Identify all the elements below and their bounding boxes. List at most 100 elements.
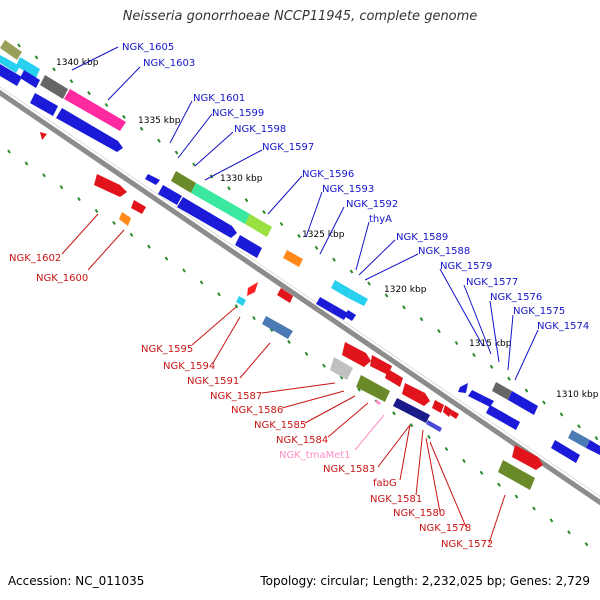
gene-grey-1[interactable] <box>40 75 68 99</box>
tick-mark <box>472 352 476 357</box>
gene-ngk-1592[interactable] <box>283 250 303 267</box>
gene-ngk-1588[interactable] <box>316 297 334 312</box>
gene-label[interactable]: NGK_1592 <box>346 199 398 210</box>
gene-label[interactable]: NGK_1574 <box>537 321 589 332</box>
gene-label[interactable]: fabG <box>373 478 397 489</box>
gene-blue-6[interactable] <box>330 305 348 320</box>
gene-blue-3[interactable] <box>30 93 58 116</box>
tick-mark <box>122 114 126 119</box>
gene-ngk-1599[interactable] <box>145 174 160 185</box>
gene-red-c[interactable] <box>385 369 403 387</box>
gene-ngk-1597[interactable] <box>191 183 250 224</box>
tick-mark <box>69 79 74 84</box>
gene-ngk-1591[interactable] <box>262 316 293 339</box>
gene-label[interactable]: NGK_1577 <box>466 277 518 288</box>
gene-label[interactable]: NGK_1596 <box>302 169 354 180</box>
gene-ngk-1598[interactable] <box>171 171 196 193</box>
scale-label: 1340 kbp <box>56 58 99 68</box>
gene-blue-8[interactable] <box>486 405 520 430</box>
gene-ngk-1585[interactable] <box>356 375 390 402</box>
gene-ngk-1578b[interactable] <box>450 410 459 419</box>
gene-label[interactable]: NGK_1579 <box>440 261 492 272</box>
trna-leader-line <box>354 414 385 451</box>
gene-ngk-1593[interactable] <box>235 235 262 258</box>
gene-red-b[interactable] <box>277 288 293 303</box>
gene-label[interactable]: NGK_1588 <box>418 246 470 257</box>
gene-ngk-1587[interactable] <box>330 357 353 380</box>
gene-ngk-1579[interactable] <box>458 383 468 393</box>
gene-label[interactable]: NGK_1578 <box>419 523 471 534</box>
gene-ngk-1594[interactable] <box>247 282 258 296</box>
tick-mark <box>594 436 599 441</box>
gene-ngk-1601[interactable] <box>64 89 126 131</box>
gene-label[interactable]: NGK_1591 <box>187 376 239 387</box>
gene-label[interactable]: NGK_1602 <box>9 253 61 264</box>
gene-green-light[interactable] <box>245 214 272 237</box>
gene-label[interactable]: NGK_1597 <box>262 142 314 153</box>
gene-ngk-1575[interactable] <box>492 382 512 400</box>
gene-ngk-1603[interactable] <box>16 57 40 78</box>
gene-blue-7[interactable] <box>344 310 356 321</box>
gene-label[interactable]: NGK_1593 <box>322 184 374 195</box>
gene-label[interactable]: NGK_1580 <box>393 508 445 519</box>
gene-label[interactable]: NGK_1575 <box>513 306 565 317</box>
gene-ngk-1581[interactable] <box>426 420 442 432</box>
tick-mark <box>157 138 161 143</box>
gene-label[interactable]: NGK_1594 <box>163 361 215 372</box>
tick-mark <box>314 245 319 250</box>
tick-mark <box>444 446 449 452</box>
reverse-genes <box>94 174 543 490</box>
gene-ngk-1600[interactable] <box>119 212 131 226</box>
tick-mark <box>322 363 326 368</box>
gene-label[interactable]: NGK_1599 <box>212 108 264 119</box>
gene-blue-2[interactable] <box>20 70 40 88</box>
gene-label[interactable]: NGK_1585 <box>254 420 306 431</box>
gene-ngk-1576[interactable] <box>480 396 494 407</box>
tick-mark <box>297 233 301 238</box>
gene-fabG[interactable] <box>393 398 430 423</box>
gene-blue-10[interactable] <box>586 440 600 455</box>
gene-ngk-1572[interactable] <box>498 460 535 490</box>
gene-label[interactable]: NGK_1598 <box>234 124 286 135</box>
gene-ngk-1583[interactable] <box>402 383 430 406</box>
gene-label[interactable]: thyA <box>369 214 392 225</box>
gene-label[interactable]: NGK_1605 <box>122 42 174 53</box>
gene-ngk-1577[interactable] <box>468 390 484 402</box>
gene-label[interactable]: NGK_1595 <box>141 344 193 355</box>
gene-ngk-1603a[interactable] <box>0 55 20 73</box>
gene-label[interactable]: NGK_1600 <box>36 273 88 284</box>
gene-label[interactable]: NGK_1576 <box>490 292 542 303</box>
gene-label[interactable]: NGK_tmaMet1 <box>279 450 351 461</box>
gene-ngk-1580[interactable] <box>432 400 444 413</box>
gene-label[interactable]: NGK_1589 <box>396 232 448 243</box>
gene-red-small-top[interactable] <box>40 132 47 140</box>
gene-trna-met[interactable] <box>375 400 381 405</box>
gene-ngk-1584[interactable] <box>370 355 392 375</box>
gene-label[interactable]: NGK_1603 <box>143 58 195 69</box>
gene-label[interactable]: NGK_1572 <box>441 539 493 550</box>
gene-label[interactable]: NGK_1584 <box>276 435 328 446</box>
gene-label[interactable]: NGK_1583 <box>323 464 375 475</box>
gene-thyA[interactable] <box>331 280 352 298</box>
gene-ngk-1602[interactable] <box>94 174 127 197</box>
gene-red-small-a[interactable] <box>131 200 146 214</box>
gene-blue-4[interactable] <box>56 108 123 152</box>
gene-ngk-1595[interactable] <box>236 296 246 306</box>
gene-label[interactable]: NGK_1587 <box>210 391 262 402</box>
gene-red-d[interactable] <box>512 445 543 470</box>
gene-blue-9[interactable] <box>551 440 580 463</box>
gene-ngk-1605[interactable] <box>0 40 22 60</box>
tick-mark <box>577 424 581 429</box>
gene-ngk-1578[interactable] <box>443 405 452 417</box>
gene-ngk-1586[interactable] <box>342 342 371 367</box>
gene-blue-1[interactable] <box>0 64 22 86</box>
accession-text: Accession: NC_011035 <box>8 574 145 588</box>
gene-ngk-1589[interactable] <box>348 290 368 306</box>
gene-label[interactable]: NGK_1601 <box>193 93 245 104</box>
gene-label[interactable]: NGK_1586 <box>231 405 283 416</box>
gene-steel-1[interactable] <box>568 430 590 448</box>
gene-blue-5[interactable] <box>177 197 237 238</box>
gene-ngk-1574[interactable] <box>508 391 538 415</box>
gene-ngk-1596[interactable] <box>158 185 182 205</box>
gene-label[interactable]: NGK_1581 <box>370 494 422 505</box>
